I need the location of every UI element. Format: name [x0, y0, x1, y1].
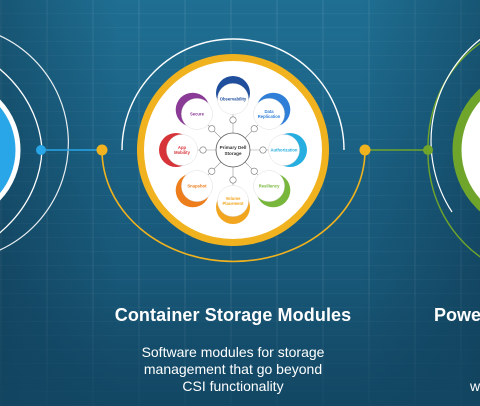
yellow-dot-right	[359, 144, 371, 156]
module-petal	[217, 83, 249, 115]
module-petal	[181, 170, 213, 202]
module-label: Mobility	[174, 150, 190, 155]
white-arc	[121, 38, 345, 151]
module-node-icon	[259, 146, 267, 154]
module-petal	[253, 170, 285, 202]
module-node-icon	[250, 125, 258, 133]
right-green-disc	[452, 88, 480, 212]
module-node-icon	[208, 167, 216, 175]
module-label: Data	[265, 109, 275, 114]
module-petal	[217, 185, 249, 217]
hub-circle	[215, 132, 251, 168]
right-card-partial	[423, 38, 480, 258]
module-node-icon	[229, 176, 237, 184]
module-label: Snapshot	[187, 184, 207, 189]
module-node-icon	[208, 125, 216, 133]
background-floor	[0, 286, 480, 406]
module-label: Replication	[258, 114, 281, 119]
right-white-arc	[430, 38, 480, 213]
module-diagram: ObservabilityDataReplicationAuthorizatio…	[159, 76, 307, 224]
module-petal	[268, 134, 300, 166]
module-label: Volume	[226, 196, 241, 201]
right-card-description-partial: w	[470, 378, 480, 394]
module-node-icon	[229, 116, 237, 124]
left-card-partial	[0, 35, 69, 251]
module-label: Resiliency	[259, 184, 280, 189]
module-label: Secure	[190, 111, 205, 116]
card-title: Container Storage Modules	[114, 305, 352, 325]
right-connector-dot	[423, 145, 433, 155]
right-card-title-partial: Powe	[434, 305, 480, 325]
module-label: Placement	[223, 201, 245, 206]
card-description-line-3: CSI functionality	[182, 378, 284, 394]
module-node-icon	[250, 167, 258, 175]
module-petal	[253, 98, 285, 130]
hub-label-line-2: Storage	[224, 151, 242, 156]
module-petal	[166, 134, 198, 166]
left-blue-disc	[0, 99, 21, 201]
module-label: App	[178, 145, 187, 150]
module-label: Observability	[220, 97, 247, 102]
card-description: Software modules for storage management …	[118, 344, 348, 395]
module-petal	[181, 98, 213, 130]
module-node-icon	[199, 146, 207, 154]
yellow-dot-left	[96, 144, 108, 156]
card-description-line-2: management that go beyond	[143, 361, 323, 377]
module-label: Authorization	[271, 148, 298, 153]
card-description-line-1: Software modules for storage	[141, 344, 325, 360]
yellow-arc	[101, 149, 366, 263]
hub-label-line-1: Primary Dell	[220, 145, 247, 150]
